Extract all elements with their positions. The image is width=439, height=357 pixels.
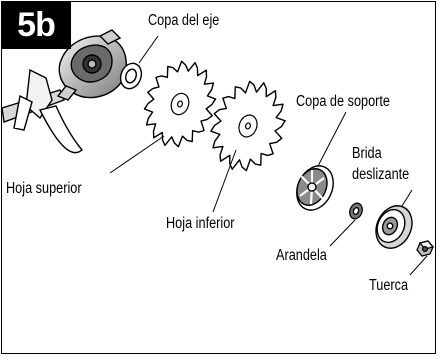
leader-arandela — [329, 219, 356, 247]
brida-deslizante-part — [375, 205, 413, 249]
step-badge: 5b — [1, 1, 71, 49]
label-hoja-inferior: Hoja inferior — [166, 215, 235, 232]
leader-hoja-superior — [109, 135, 165, 174]
copa-de-soporte-part — [296, 165, 334, 211]
label-copa-del-eje: Copa del eje — [148, 12, 220, 29]
tuerca-part — [416, 240, 435, 257]
label-copa-de-soporte: Copa de soporte — [296, 93, 390, 110]
leader-copa-de-soporte — [317, 111, 347, 167]
diagram-frame — [1, 1, 436, 354]
leader-brida-deslizante — [401, 189, 413, 207]
leader-copa-del-eje — [138, 35, 159, 64]
hoja-superior-blade — [143, 60, 217, 148]
leader-hoja-inferior — [212, 149, 237, 213]
hoja-inferior-blade — [210, 80, 286, 172]
leader-tuerca — [409, 255, 428, 276]
label-brida-line2: deslizante — [352, 166, 410, 183]
trimmer-handle — [1, 68, 83, 154]
gear-head-housing — [56, 29, 127, 101]
label-brida-line1: Brida — [352, 145, 382, 162]
copa-del-eje-part — [119, 62, 143, 90]
arandela-part — [349, 202, 363, 220]
label-arandela: Arandela — [276, 247, 327, 264]
label-hoja-superior: Hoja superior — [6, 180, 82, 197]
label-tuerca: Tuerca — [369, 277, 409, 294]
